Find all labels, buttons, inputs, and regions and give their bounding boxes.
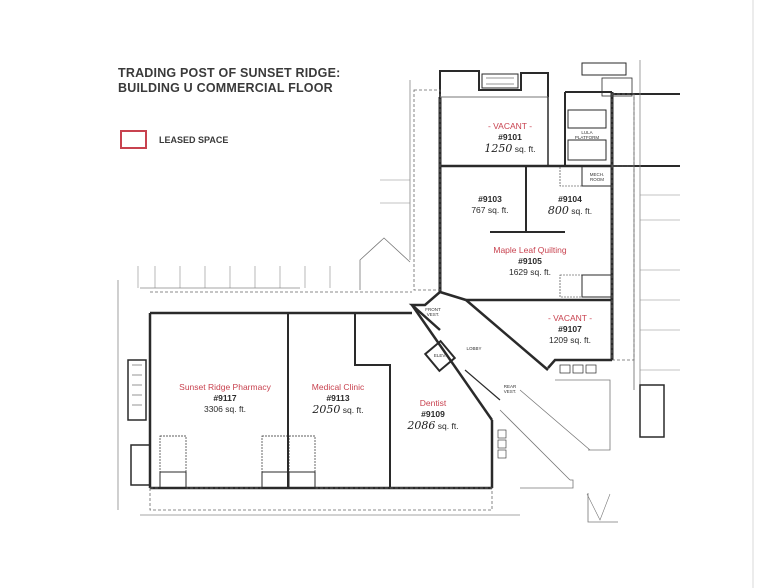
unit-9113-area-suffix: sq. ft. [342, 405, 364, 415]
unit-9104-area-suffix: sq. ft. [571, 206, 593, 216]
unit-9117: Sunset Ridge Pharmacy #9117 3306 sq. ft. [170, 382, 280, 415]
title-line-1: TRADING POST OF SUNSET RIDGE: [118, 66, 341, 80]
unit-9109-area-handwritten: 2086 [407, 419, 436, 432]
legend-swatch [120, 130, 147, 149]
unit-9117-number: #9117 [213, 393, 237, 403]
unit-9104: #9104 800 sq. ft. [540, 194, 600, 217]
lula-platform-label: LULA PLATFORM [574, 130, 600, 140]
unit-9113-area-handwritten: 2050 [312, 403, 341, 416]
unit-9105-area: 1629 sq. ft. [508, 267, 552, 277]
unit-9105: Maple Leaf Quilting #9105 1629 sq. ft. [480, 245, 580, 278]
unit-9103: #9103 767 sq. ft. [460, 194, 520, 216]
rear-vest-label: REAR VEST. [503, 384, 517, 394]
unit-9104-area-handwritten: 800 [547, 204, 569, 217]
unit-9113-number: #9113 [326, 393, 350, 403]
unit-9103-area: 767 sq. ft. [471, 205, 509, 215]
unit-9105-tenant: Maple Leaf Quilting [493, 245, 567, 255]
unit-9117-area: 3306 sq. ft. [203, 404, 247, 414]
front-vest-label: FRONT VEST. [425, 307, 441, 317]
unit-9101-number: #9101 [498, 132, 522, 142]
title-line-2: BUILDING U COMMERCIAL FLOOR [118, 81, 333, 95]
unit-9107-number: #9107 [558, 324, 582, 334]
unit-9109: Dentist #9109 2086 sq. ft. [398, 398, 468, 432]
unit-9107-status: - VACANT - [547, 313, 593, 323]
unit-9113-tenant: Medical Clinic [311, 382, 365, 392]
plan-title: TRADING POST OF SUNSET RIDGE: BUILDING U… [118, 66, 340, 96]
unit-9103-number: #9103 [478, 194, 502, 204]
elevator-label: ELEV. [433, 353, 447, 358]
unit-9117-tenant: Sunset Ridge Pharmacy [179, 382, 271, 392]
unit-9109-area-suffix: sq. ft. [437, 421, 459, 431]
unit-9104-number: #9104 [558, 194, 582, 204]
unit-9105-number: #9105 [518, 256, 542, 266]
unit-9109-number: #9109 [421, 409, 445, 419]
legend-label: LEASED SPACE [159, 135, 229, 145]
unit-9101-area-handwritten: 1250 [484, 142, 513, 155]
unit-9109-tenant: Dentist [419, 398, 447, 408]
unit-9113: Medical Clinic #9113 2050 sq. ft. [298, 382, 378, 416]
unit-9107: - VACANT - #9107 1209 sq. ft. [530, 313, 610, 346]
unit-9101: - VACANT - #9101 1250 sq. ft. [470, 121, 550, 155]
lobby-label: LOBBY [466, 346, 482, 351]
unit-9101-area-suffix: sq. ft. [514, 144, 536, 154]
unit-9101-status: - VACANT - [487, 121, 533, 131]
unit-9107-area: 1209 sq. ft. [548, 335, 592, 345]
mech-room-label: MECH. ROOM [589, 172, 605, 182]
